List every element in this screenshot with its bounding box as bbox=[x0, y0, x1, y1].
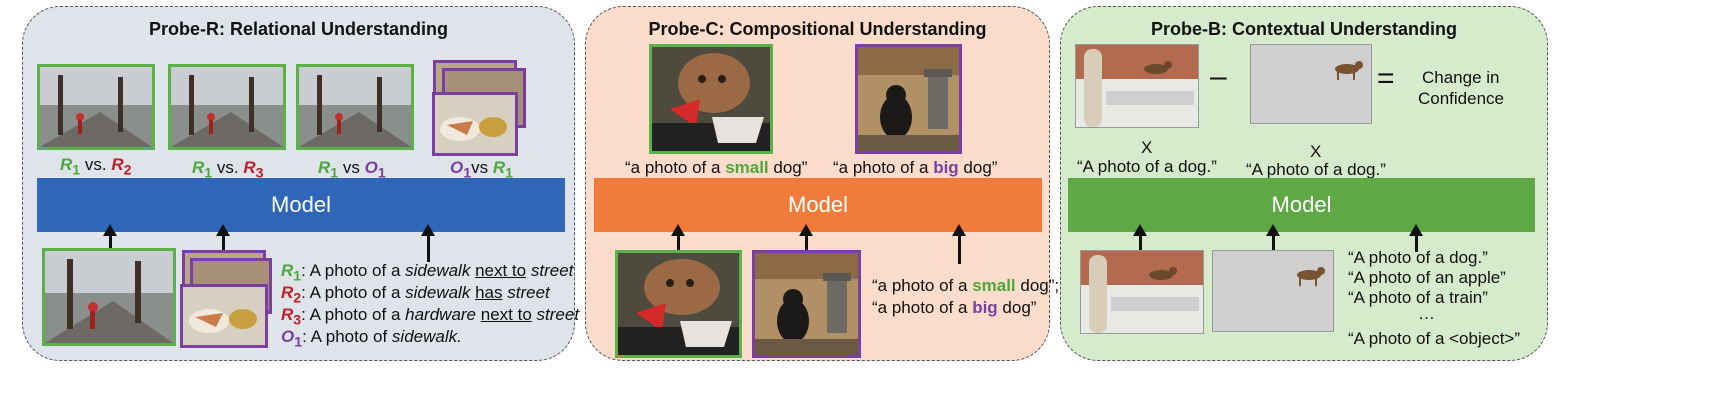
prompt-object: “A photo of a <object>” bbox=[1348, 329, 1521, 348]
times-sign-right: X bbox=[1310, 142, 1322, 161]
big-dog-image-top bbox=[855, 44, 962, 154]
label-o1-vs-r1: O1vs R1 bbox=[450, 158, 513, 182]
dog-gray-bg-image-input bbox=[1212, 250, 1334, 332]
prompt-dog: “A photo of a dog.” bbox=[1348, 248, 1488, 267]
probe-r-model-bar: Model bbox=[37, 178, 565, 232]
food-image-input-front bbox=[180, 284, 268, 348]
arrow-up-icon bbox=[799, 224, 813, 252]
probe-b-model-bar: Model bbox=[1068, 178, 1535, 232]
label-r1-vs-r2: R1 vs. R2 bbox=[60, 155, 132, 179]
caption-big-dog-top: “a photo of a big dog” bbox=[833, 158, 998, 177]
food-image-stack-front bbox=[432, 92, 518, 156]
dog-on-roof-image-input bbox=[1080, 250, 1204, 334]
dog-caption-left: “A photo of a dog.” bbox=[1077, 157, 1217, 176]
street-image-r1-r2 bbox=[37, 64, 155, 150]
minus-sign: – bbox=[1210, 60, 1227, 93]
caption-o1: O1: A photo of sidewalk. bbox=[281, 327, 462, 351]
arrow-up-icon bbox=[1266, 224, 1280, 252]
probe-c-model-bar: Model bbox=[594, 178, 1042, 232]
change-in-confidence-line1: Change in bbox=[1422, 68, 1500, 87]
big-dog-image-input bbox=[752, 250, 861, 358]
caption-small-dog-top: “a photo of a small dog” bbox=[625, 158, 808, 177]
caption-small-dog-input: “a photo of a small dog”; bbox=[872, 276, 1060, 295]
caption-big-dog-input: “a photo of a big dog” bbox=[872, 298, 1037, 317]
arrow-up-icon bbox=[103, 224, 117, 250]
prompt-apple: “A photo of an apple” bbox=[1348, 268, 1506, 287]
dog-gray-bg-image-top bbox=[1250, 44, 1372, 124]
arrow-up-icon bbox=[216, 224, 230, 250]
street-image-r1-r3 bbox=[168, 64, 286, 150]
caption-r1: R1: A photo of a sidewalk next to street bbox=[281, 261, 574, 285]
prompt-train: “A photo of a train” bbox=[1348, 288, 1488, 307]
prompt-ellipsis: … bbox=[1418, 304, 1435, 323]
dog-caption-right: “A photo of a dog.” bbox=[1246, 160, 1386, 179]
label-r1-vs-r3: R1 vs. R3 bbox=[192, 158, 264, 182]
caption-r3: R3: A photo of a hardware next to street bbox=[281, 305, 580, 329]
probe-r-title: Probe-R: Relational Understanding bbox=[148, 19, 449, 39]
equals-sign: = bbox=[1377, 62, 1395, 95]
dog-on-roof-image-top bbox=[1075, 44, 1199, 128]
change-in-confidence-line2: Confidence bbox=[1418, 89, 1505, 108]
arrow-up-icon bbox=[671, 224, 685, 252]
small-dog-image-top bbox=[649, 44, 773, 154]
probe-b-title: Probe-B: Contextual Understanding bbox=[1150, 19, 1457, 39]
arrow-up-icon bbox=[1409, 224, 1423, 252]
label-r1-vs-o1: R1 vs O1 bbox=[318, 158, 386, 182]
times-sign-left: X bbox=[1141, 138, 1153, 157]
street-image-r1-o1 bbox=[296, 64, 414, 150]
arrow-up-icon bbox=[952, 224, 966, 264]
small-dog-image-input bbox=[615, 250, 742, 358]
caption-r2: R2: A photo of a sidewalk has street bbox=[281, 283, 550, 307]
arrow-up-icon bbox=[1133, 224, 1147, 252]
probe-c-title: Probe-C: Compositional Understanding bbox=[648, 19, 987, 39]
arrow-up-icon bbox=[421, 224, 435, 262]
street-image-input bbox=[42, 248, 176, 346]
